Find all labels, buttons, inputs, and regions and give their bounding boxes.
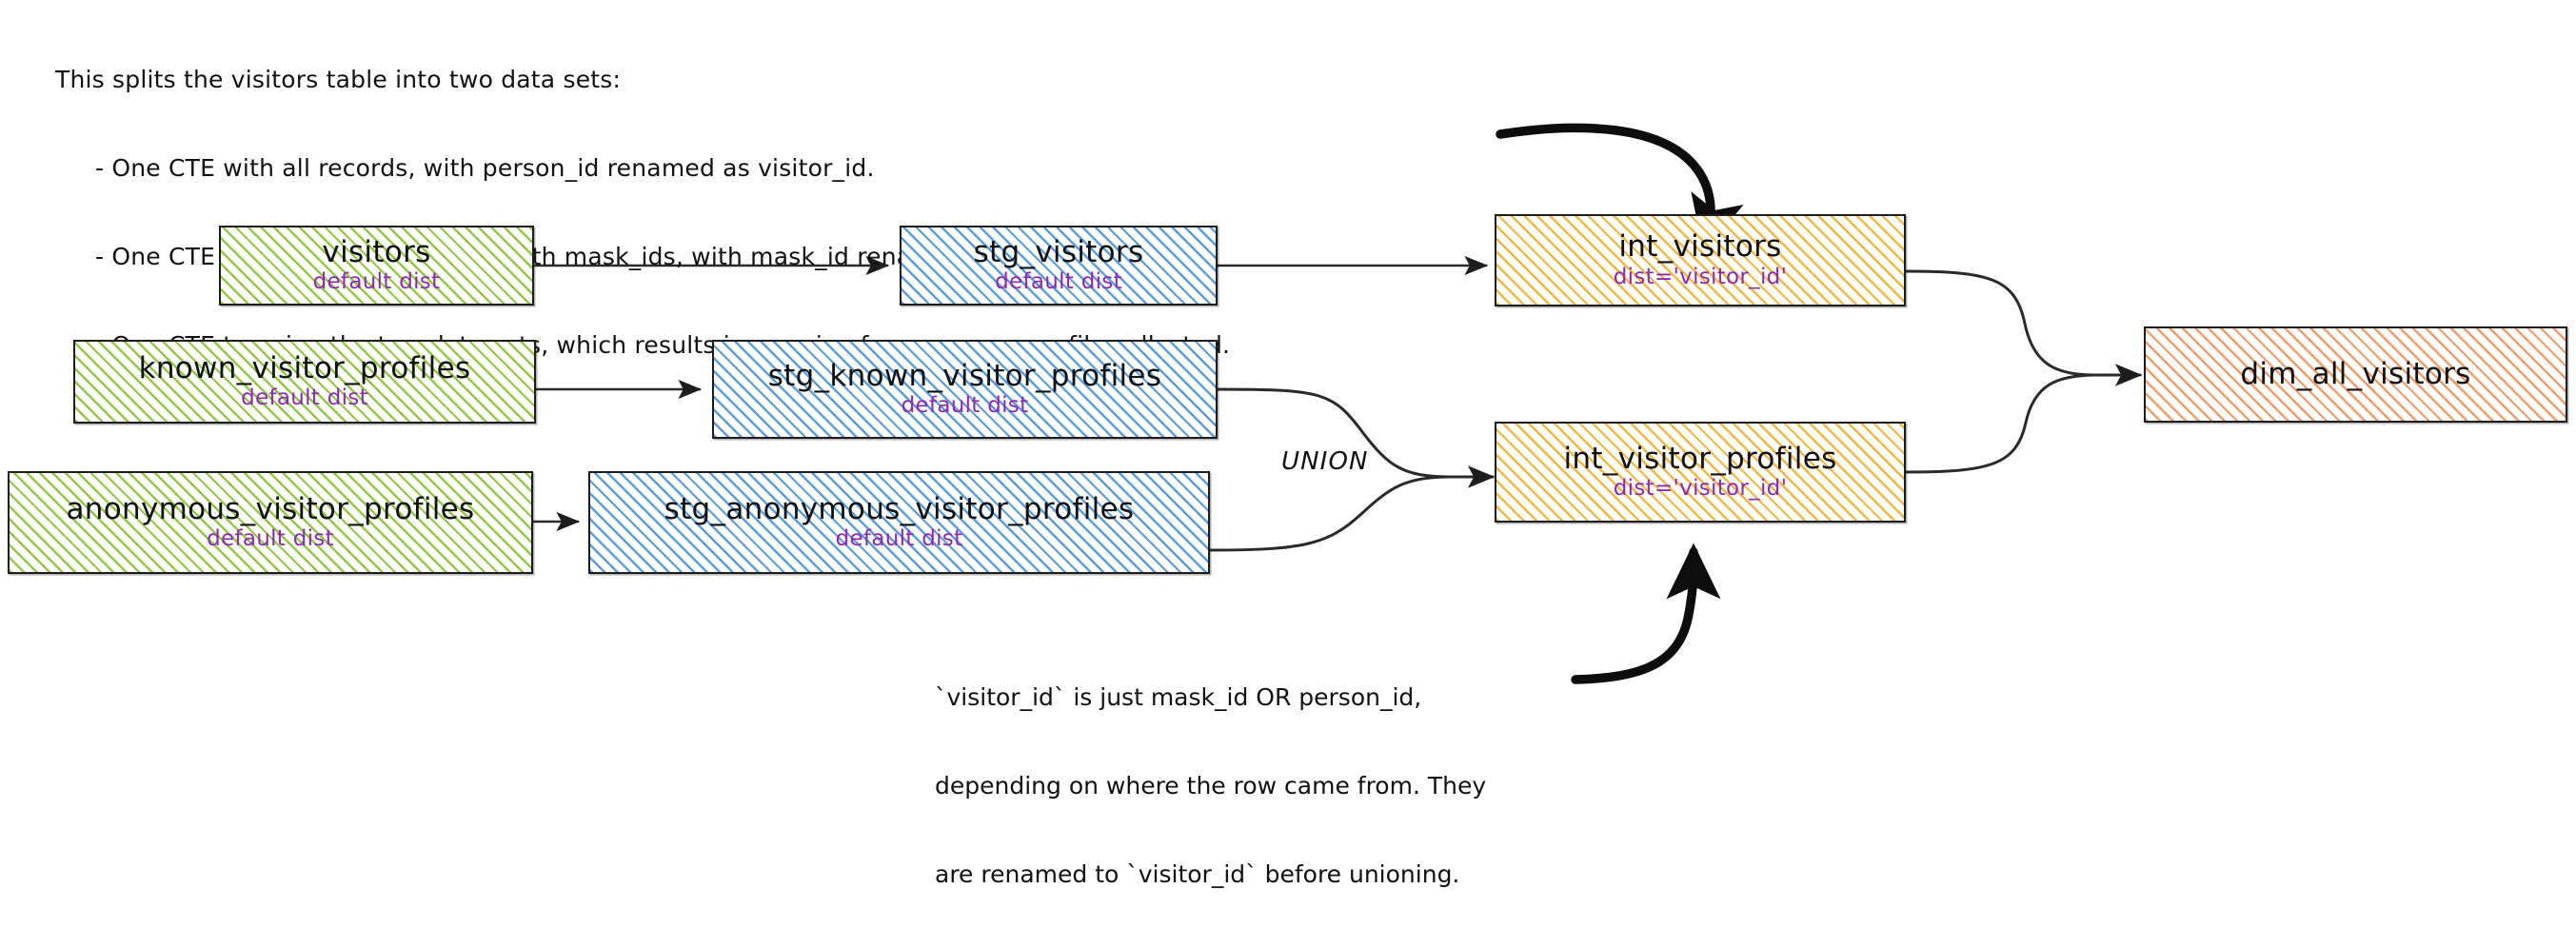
node-visitors-dist: default dist — [312, 269, 441, 295]
node-anonymous-visitor-profiles[interactable]: anonymous_visitor_profiles default dist — [8, 471, 533, 574]
annotation-bottom-line-3: are renamed to `visitor_id` before union… — [935, 860, 1460, 888]
node-int-visitors-title: int_visitors — [1618, 229, 1782, 265]
node-known-visitor-profiles-title: known_visitor_profiles — [138, 350, 471, 385]
node-stg-visitors[interactable]: stg_visitors default dist — [900, 226, 1218, 306]
node-stg-known-visitor-profiles[interactable]: stg_known_visitor_profiles default dist — [712, 340, 1218, 439]
node-int-visitor-profiles-title: int_visitor_profiles — [1563, 441, 1837, 476]
annotation-top-line-1: This splits the visitors table into two … — [55, 66, 622, 93]
node-known-visitor-profiles-dist: default dist — [241, 385, 368, 411]
node-anonymous-visitor-profiles-dist: default dist — [207, 526, 334, 552]
edge-stg-anon-to-union — [1208, 475, 1449, 552]
annotation-bottom-line-1: `visitor_id` is just mask_id OR person_i… — [935, 683, 1422, 711]
annotation-top-line-2: - One CTE with all records, with person_… — [95, 154, 875, 182]
node-stg-known-visitor-profiles-dist: default dist — [901, 393, 1029, 419]
node-stg-visitors-title: stg_visitors — [973, 234, 1144, 269]
node-stg-anonymous-visitor-profiles-title: stg_anonymous_visitor_profiles — [664, 491, 1135, 526]
node-int-visitors-dist: dist='visitor_id' — [1613, 264, 1788, 289]
node-int-visitor-profiles[interactable]: int_visitor_profiles dist='visitor_id' — [1495, 422, 1906, 523]
annotation-bottom-line-2: depending on where the row came from. Th… — [935, 772, 1487, 800]
node-stg-anonymous-visitor-profiles-dist: default dist — [835, 526, 963, 552]
edge-label-union: UNION — [1281, 447, 1369, 476]
annotation-bottom: `visitor_id` is just mask_id OR person_i… — [935, 623, 1486, 948]
annotation-arrow-bottom — [1571, 543, 1721, 684]
node-known-visitor-profiles[interactable]: known_visitor_profiles default dist — [73, 340, 536, 424]
edge-int-visitors-to-dim — [1903, 269, 2096, 377]
edge-int-visitor-profiles-to-dim — [1903, 373, 2096, 474]
diagram-canvas: This splits the visitors table into two … — [8, 66, 2567, 888]
node-stg-known-visitor-profiles-title: stg_known_visitor_profiles — [767, 358, 1162, 393]
node-stg-anonymous-visitor-profiles[interactable]: stg_anonymous_visitor_profiles default d… — [588, 471, 1210, 574]
node-int-visitor-profiles-dist: dist='visitor_id' — [1613, 476, 1788, 502]
node-dim-all-visitors-title: dim_all_visitors — [2240, 356, 2471, 391]
node-visitors-title: visitors — [322, 234, 431, 269]
node-int-visitors[interactable]: int_visitors dist='visitor_id' — [1495, 214, 1906, 306]
node-visitors[interactable]: visitors default dist — [219, 226, 534, 306]
node-stg-visitors-dist: default dist — [995, 269, 1122, 295]
node-anonymous-visitor-profiles-title: anonymous_visitor_profiles — [66, 491, 475, 526]
node-dim-all-visitors[interactable]: dim_all_visitors — [2144, 326, 2567, 423]
